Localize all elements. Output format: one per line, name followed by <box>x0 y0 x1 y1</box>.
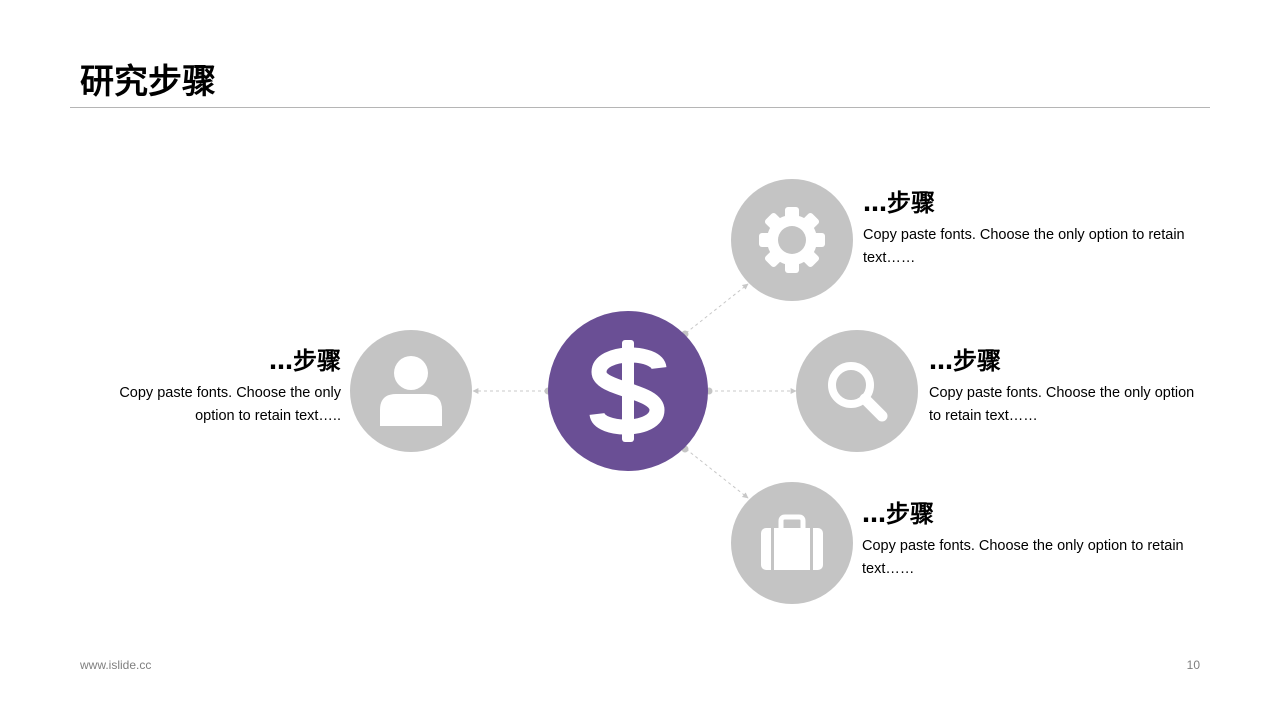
page-number: 10 <box>1186 658 1200 672</box>
step-description: Copy paste fonts. Choose the only option… <box>863 227 1185 266</box>
search-icon <box>828 362 888 422</box>
connector-gear <box>685 283 749 334</box>
step-description: Copy paste fonts. Choose the only option… <box>119 385 341 424</box>
step-block-user: …步骤 Copy paste fonts. Choose the only op… <box>100 346 341 428</box>
gear-circle <box>731 179 853 301</box>
step-heading: …步骤 <box>929 347 1001 375</box>
step-heading: …步骤 <box>862 500 934 528</box>
step-block-gear: …步骤 Copy paste fonts. Choose the only op… <box>863 188 1198 270</box>
user-circle <box>350 330 472 452</box>
dollar-icon <box>589 340 667 442</box>
gear-icon <box>759 207 825 273</box>
title-divider <box>70 107 1210 108</box>
step-description: Copy paste fonts. Choose the only option… <box>929 385 1195 424</box>
step-block-search: …步骤 Copy paste fonts. Choose the only op… <box>929 346 1201 428</box>
center-dollar-circle <box>548 311 708 471</box>
step-heading: …步骤 <box>863 189 935 217</box>
footer-website: www.islide.cc <box>80 658 152 672</box>
step-description: Copy paste fonts. Choose the only option… <box>862 538 1184 577</box>
briefcase-icon <box>761 514 823 570</box>
slide-title: 研究步骤 <box>80 62 216 102</box>
step-block-briefcase: …步骤 Copy paste fonts. Choose the only op… <box>862 499 1197 581</box>
step-heading: …步骤 <box>269 347 341 375</box>
search-circle <box>796 330 918 452</box>
connector-briefcase <box>685 448 749 499</box>
briefcase-circle <box>731 482 853 604</box>
user-icon <box>380 356 442 426</box>
